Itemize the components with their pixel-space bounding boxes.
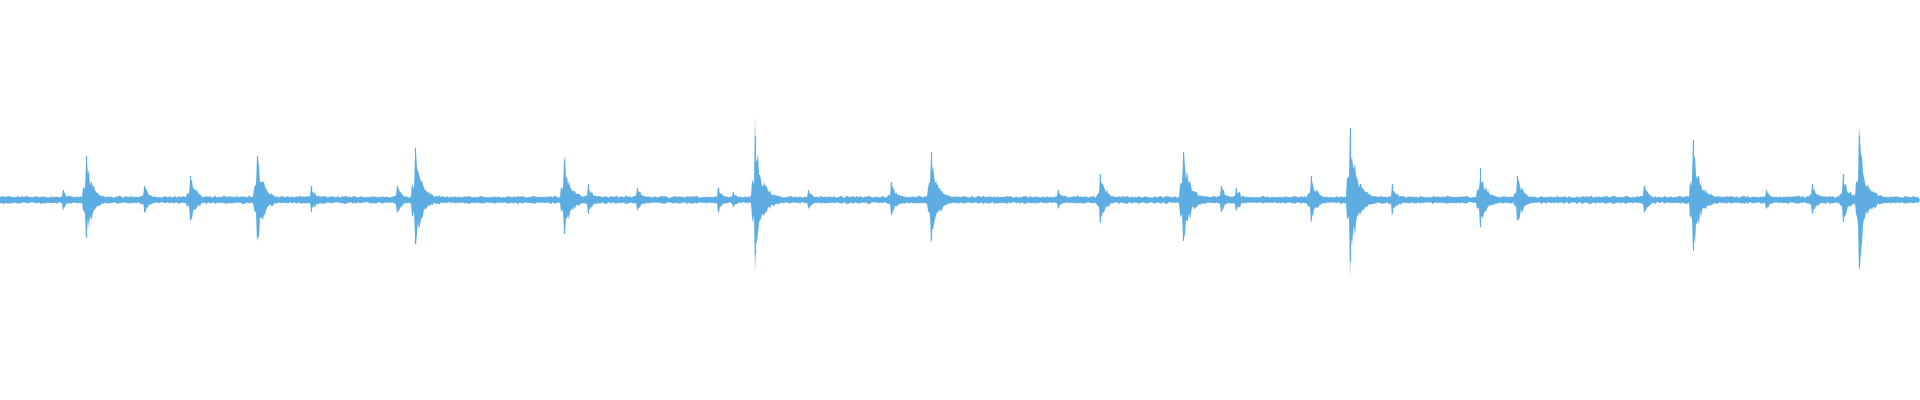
waveform-trace xyxy=(0,115,1920,278)
